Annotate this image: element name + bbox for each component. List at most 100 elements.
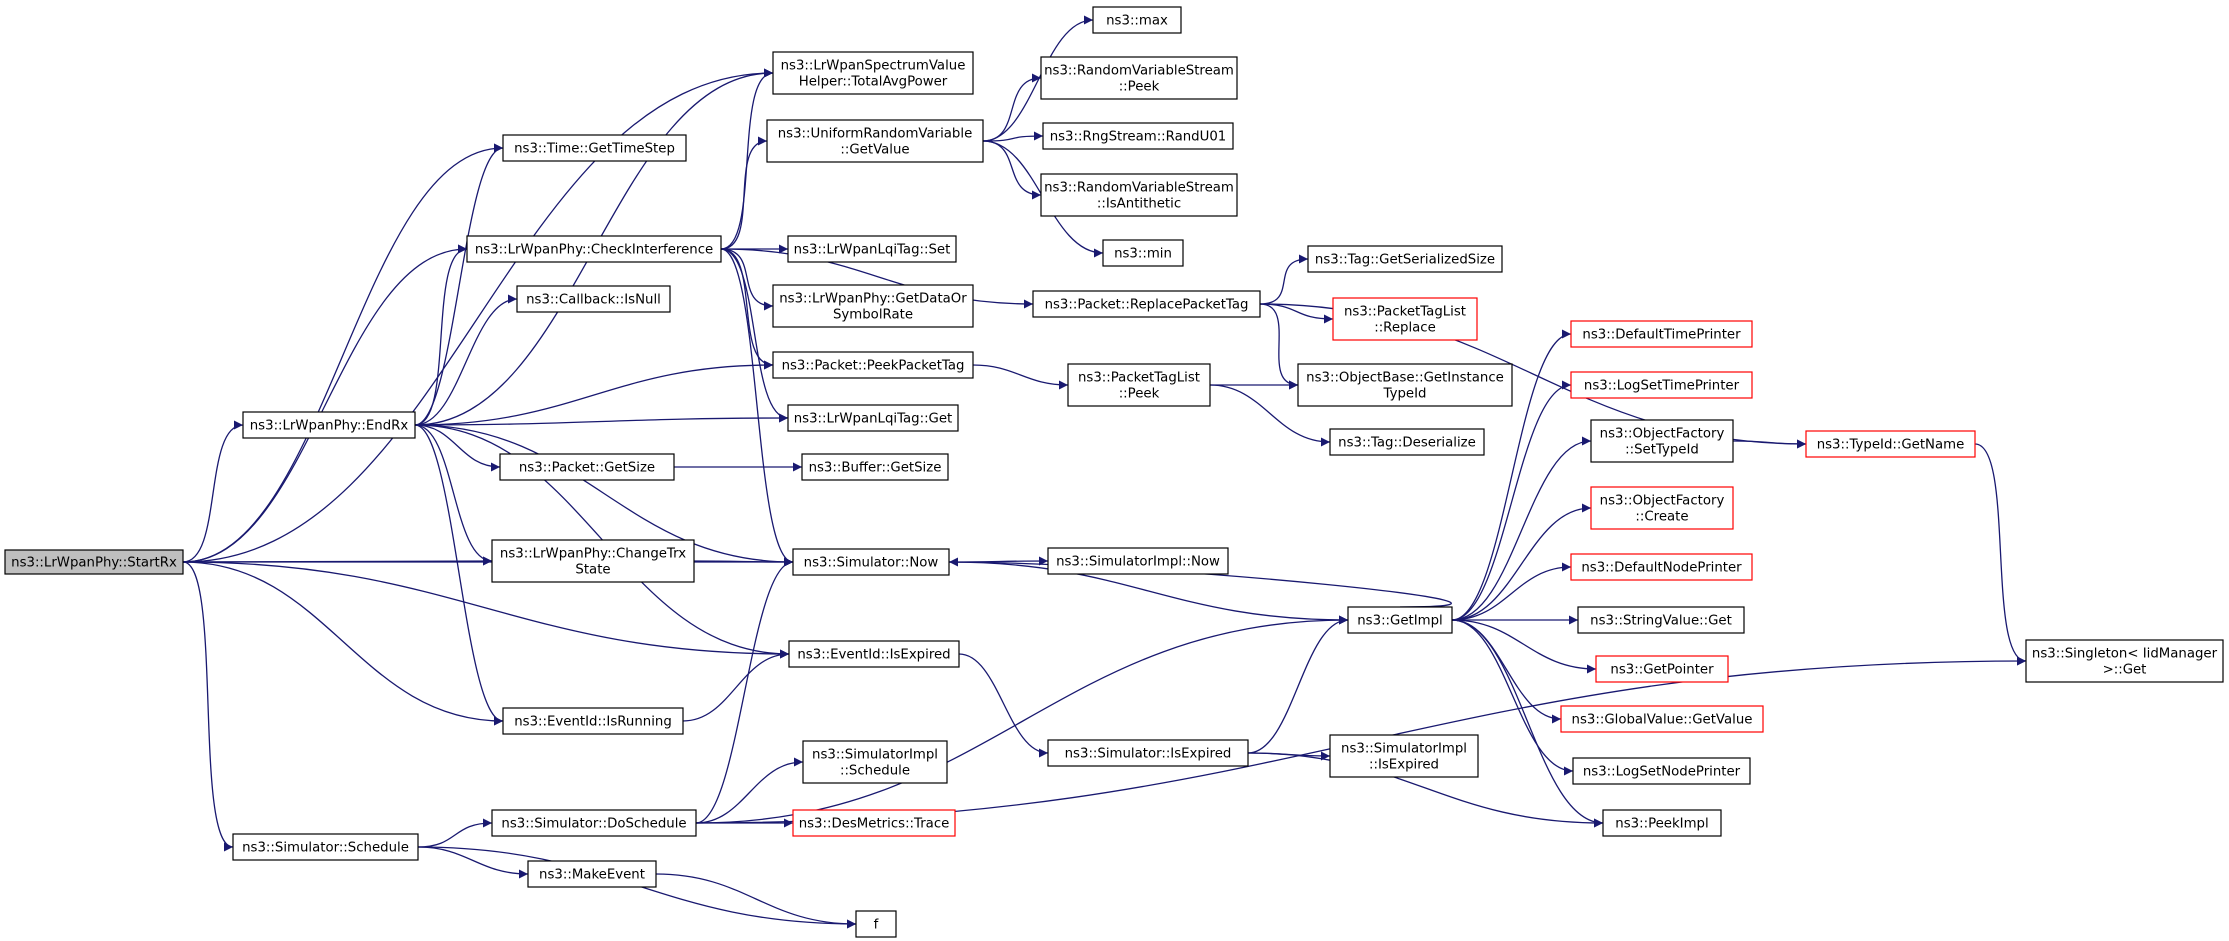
- node-box-peekimpl[interactable]: [1602, 809, 1722, 837]
- node-box-defaultnode[interactable]: [1570, 553, 1753, 581]
- node-box-typeidname[interactable]: [1805, 430, 1976, 458]
- node-simschedule[interactable]: ns3::Simulator::Schedule: [232, 833, 419, 861]
- node-box-cbisnull[interactable]: [516, 285, 671, 313]
- node-box-makeevent[interactable]: [527, 860, 657, 888]
- node-box-replacetag[interactable]: [1032, 290, 1261, 318]
- node-logsettime[interactable]: ns3::LogSetTimePrinter: [1570, 371, 1753, 399]
- node-box-timestep[interactable]: [502, 134, 687, 162]
- node-box-logsetnode[interactable]: [1572, 757, 1751, 785]
- node-peekimpl[interactable]: ns3::PeekImpl: [1602, 809, 1722, 837]
- node-simisexpired[interactable]: ns3::Simulator::IsExpired: [1047, 739, 1249, 767]
- node-box-ptlreplace[interactable]: [1332, 297, 1478, 341]
- node-box-checkint[interactable]: [466, 235, 722, 263]
- node-globalval[interactable]: ns3::GlobalValue::GetValue: [1560, 705, 1764, 733]
- node-box-changetrx[interactable]: [491, 539, 695, 583]
- node-defaulttime[interactable]: ns3::DefaultTimePrinter: [1570, 320, 1753, 348]
- node-tagser[interactable]: ns3::Tag::GetSerializedSize: [1307, 245, 1503, 273]
- node-startrx[interactable]: ns3::LrWpanPhy::StartRx: [4, 549, 184, 575]
- node-f[interactable]: f: [855, 910, 897, 938]
- node-box-peekpkt[interactable]: [772, 351, 974, 379]
- node-box-endrx[interactable]: [242, 411, 416, 439]
- node-evisrunning[interactable]: ns3::EventId::IsRunning: [502, 707, 684, 735]
- node-totalavg[interactable]: ns3::LrWpanSpectrumValueHelper::TotalAvg…: [772, 51, 974, 95]
- node-logsetnode[interactable]: ns3::LogSetNodePrinter: [1572, 757, 1751, 785]
- node-box-tagdeser[interactable]: [1329, 428, 1485, 456]
- node-bufsize[interactable]: ns3::Buffer::GetSize: [801, 453, 949, 481]
- node-implisexp[interactable]: ns3::SimulatorImpl::IsExpired: [1329, 734, 1479, 778]
- node-lqiset[interactable]: ns3::LrWpanLqiTag::Set: [787, 235, 957, 263]
- node-cbisnull[interactable]: ns3::Callback::IsNull: [516, 285, 671, 313]
- node-lqiget[interactable]: ns3::LrWpanLqiTag::Get: [787, 404, 959, 432]
- node-strvalget[interactable]: ns3::StringValue::Get: [1577, 606, 1745, 634]
- node-box-max[interactable]: [1092, 6, 1182, 34]
- node-implnow[interactable]: ns3::SimulatorImpl::Now: [1047, 547, 1229, 575]
- node-box-lqiset[interactable]: [787, 235, 957, 263]
- node-rvspeek[interactable]: ns3::RandomVariableStream::Peek: [1040, 56, 1238, 100]
- node-box-ptlpeek[interactable]: [1067, 363, 1211, 407]
- node-endrx[interactable]: ns3::LrWpanPhy::EndRx: [242, 411, 416, 439]
- node-box-objbase[interactable]: [1297, 363, 1513, 407]
- node-box-simisexpired[interactable]: [1047, 739, 1249, 767]
- node-ofcreate[interactable]: ns3::ObjectFactory::Create: [1590, 486, 1734, 530]
- node-box-implnow[interactable]: [1047, 547, 1229, 575]
- node-box-singleton[interactable]: [2025, 639, 2224, 683]
- node-box-globalval[interactable]: [1560, 705, 1764, 733]
- node-box-strvalget[interactable]: [1577, 606, 1745, 634]
- node-defaultnode[interactable]: ns3::DefaultNodePrinter: [1570, 553, 1753, 581]
- node-typeidname[interactable]: ns3::TypeId::GetName: [1805, 430, 1976, 458]
- node-implschedule[interactable]: ns3::SimulatorImpl::Schedule: [802, 740, 948, 784]
- node-isanti[interactable]: ns3::RandomVariableStream::IsAntithetic: [1040, 173, 1238, 217]
- node-max[interactable]: ns3::max: [1092, 6, 1182, 34]
- node-box-logsettime[interactable]: [1570, 371, 1753, 399]
- node-doschedule[interactable]: ns3::Simulator::DoSchedule: [491, 809, 697, 837]
- node-box-implschedule[interactable]: [802, 740, 948, 784]
- node-getimpl[interactable]: ns3::GetImpl: [1347, 606, 1453, 634]
- node-ptlreplace[interactable]: ns3::PacketTagList::Replace: [1332, 297, 1478, 341]
- node-pktsize[interactable]: ns3::Packet::GetSize: [499, 453, 675, 481]
- node-box-doschedule[interactable]: [491, 809, 697, 837]
- node-box-implisexp[interactable]: [1329, 734, 1479, 778]
- node-box-datasym[interactable]: [772, 284, 974, 328]
- node-simnow[interactable]: ns3::Simulator::Now: [792, 548, 950, 576]
- node-box-f[interactable]: [855, 910, 897, 938]
- node-checkint[interactable]: ns3::LrWpanPhy::CheckInterference: [466, 235, 722, 263]
- node-replacetag[interactable]: ns3::Packet::ReplacePacketTag: [1032, 290, 1261, 318]
- node-box-defaulttime[interactable]: [1570, 320, 1753, 348]
- node-box-totalavg[interactable]: [772, 51, 974, 95]
- node-makeevent[interactable]: ns3::MakeEvent: [527, 860, 657, 888]
- node-box-desmetrics[interactable]: [792, 809, 956, 837]
- node-box-uniform[interactable]: [766, 119, 984, 163]
- node-box-startrx[interactable]: [4, 549, 184, 575]
- node-box-evisrunning[interactable]: [502, 707, 684, 735]
- node-box-min[interactable]: [1102, 239, 1184, 267]
- node-box-evisexpired[interactable]: [788, 640, 960, 668]
- node-box-getimpl[interactable]: [1347, 606, 1453, 634]
- node-uniform[interactable]: ns3::UniformRandomVariable::GetValue: [766, 119, 984, 163]
- node-desmetrics[interactable]: ns3::DesMetrics::Trace: [792, 809, 956, 837]
- node-box-isanti[interactable]: [1040, 173, 1238, 217]
- node-box-simnow[interactable]: [792, 548, 950, 576]
- node-min[interactable]: ns3::min: [1102, 239, 1184, 267]
- node-box-ofcreate[interactable]: [1590, 486, 1734, 530]
- node-timestep[interactable]: ns3::Time::GetTimeStep: [502, 134, 687, 162]
- node-box-ofsettypeid[interactable]: [1590, 419, 1734, 463]
- node-box-simschedule[interactable]: [232, 833, 419, 861]
- node-box-getpointer[interactable]: [1595, 655, 1729, 683]
- node-tagdeser[interactable]: ns3::Tag::Deserialize: [1329, 428, 1485, 456]
- node-box-lqiget[interactable]: [787, 404, 959, 432]
- node-box-tagser[interactable]: [1307, 245, 1503, 273]
- node-box-randu01[interactable]: [1042, 122, 1234, 150]
- node-ofsettypeid[interactable]: ns3::ObjectFactory::SetTypeId: [1590, 419, 1734, 463]
- node-box-pktsize[interactable]: [499, 453, 675, 481]
- node-box-rvspeek[interactable]: [1040, 56, 1238, 100]
- node-randu01[interactable]: ns3::RngStream::RandU01: [1042, 122, 1234, 150]
- node-evisexpired[interactable]: ns3::EventId::IsExpired: [788, 640, 960, 668]
- node-peekpkt[interactable]: ns3::Packet::PeekPacketTag: [772, 351, 974, 379]
- node-singleton[interactable]: ns3::Singleton< IidManager >::Get: [2025, 639, 2224, 683]
- node-box-bufsize[interactable]: [801, 453, 949, 481]
- node-getpointer[interactable]: ns3::GetPointer: [1595, 655, 1729, 683]
- node-ptlpeek[interactable]: ns3::PacketTagList::Peek: [1067, 363, 1211, 407]
